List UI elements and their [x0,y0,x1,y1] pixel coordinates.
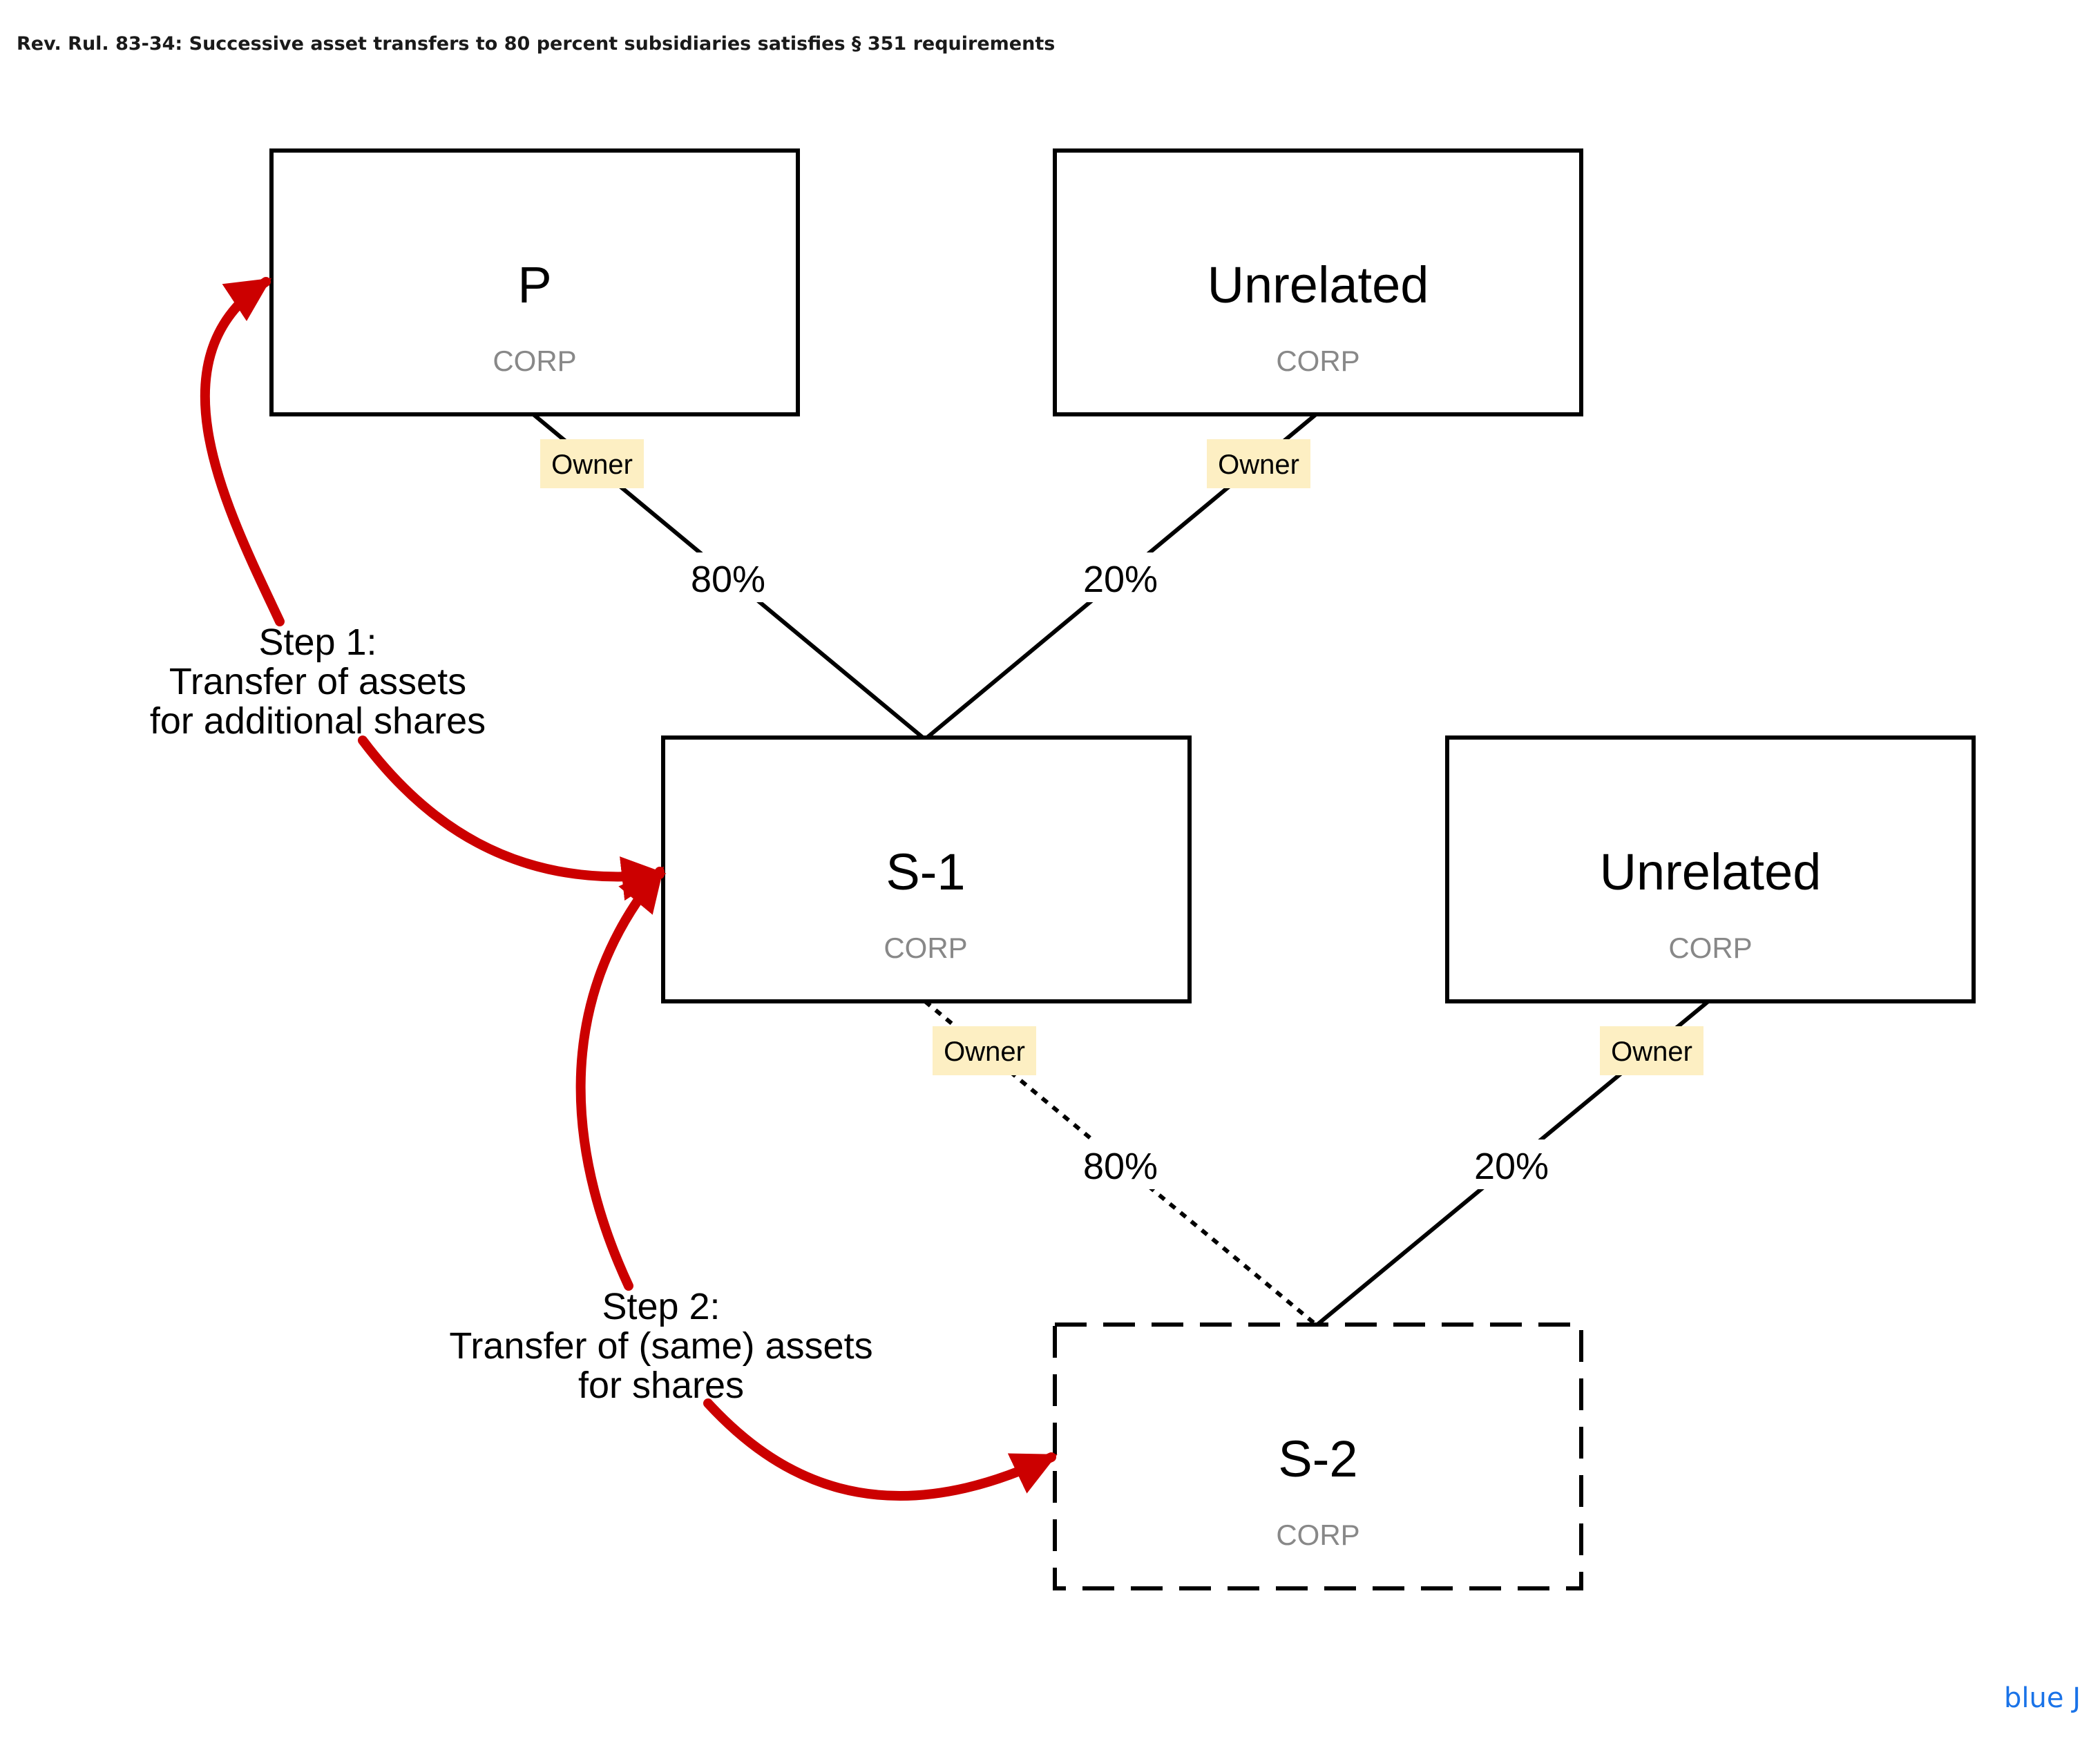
entity-s1: S-1 CORP [661,735,1192,1003]
step1-line2: Transfer of assets [169,661,466,702]
percent-unrelated-mid-text: 20% [1474,1146,1549,1187]
entity-p-name: P [517,256,551,314]
step2-line1: Step 2: [602,1286,720,1327]
entity-unrelated-top-name: Unrelated [1208,256,1429,314]
step2-arrow [575,866,1058,1501]
percent-label-s1: 80% [1072,1139,1169,1189]
percent-p-text: 80% [691,559,765,600]
owner-badge-unrelated-mid: Owner [1600,1026,1703,1075]
entity-p-type: CORP [493,345,576,377]
step1-arrow [200,277,667,901]
owner-badge-p: Owner [540,439,644,488]
brand-logo: blue J [2004,1682,2081,1714]
step2-label: Step 2: Transfer of (same) assets for sh… [449,1286,872,1406]
entity-unrelated-mid: Unrelated CORP [1445,735,1976,1003]
entity-unrelated-mid-type: CORP [1668,932,1752,964]
owner-badge-s1-text: Owner [944,1037,1025,1067]
percent-s1-text: 80% [1083,1146,1158,1187]
step1-line3: for additional shares [150,700,486,742]
step1-arrow-upper [200,277,285,626]
entity-s2-name: S-2 [1278,1430,1357,1488]
entity-unrelated-top-type: CORP [1276,345,1359,377]
step2-line2: Transfer of (same) assets [449,1325,872,1367]
page-title: Rev. Rul. 83-34: Successive asset transf… [17,33,1056,55]
step1-arrow-lower [358,735,667,901]
step2-arrow-lower [703,1398,1058,1501]
entity-s1-type: CORP [884,932,967,964]
step1-line1: Step 1: [258,622,376,663]
step2-arrow-upper [575,866,665,1291]
entity-s2: S-2 CORP [1053,1322,1583,1590]
owner-badge-s1: Owner [933,1026,1036,1075]
owner-badge-unrelated-top-text: Owner [1218,450,1299,480]
entity-unrelated-mid-name: Unrelated [1600,843,1822,901]
percent-label-unrelated-top: 20% [1072,552,1169,602]
owner-badge-unrelated-mid-text: Owner [1611,1037,1692,1067]
percent-label-p: 80% [680,552,777,602]
percent-label-unrelated-mid: 20% [1463,1139,1560,1189]
entity-s1-name: S-1 [886,843,965,901]
step1-label: Step 1: Transfer of assets for additiona… [150,622,486,742]
owner-badge-unrelated-top: Owner [1207,439,1310,488]
entity-p: P CORP [269,148,800,416]
entity-unrelated-top: Unrelated CORP [1053,148,1583,416]
owner-badge-p-text: Owner [551,450,633,480]
percent-unrelated-top-text: 20% [1083,559,1158,600]
step2-line3: for shares [578,1365,744,1406]
entity-s2-type: CORP [1276,1519,1359,1551]
